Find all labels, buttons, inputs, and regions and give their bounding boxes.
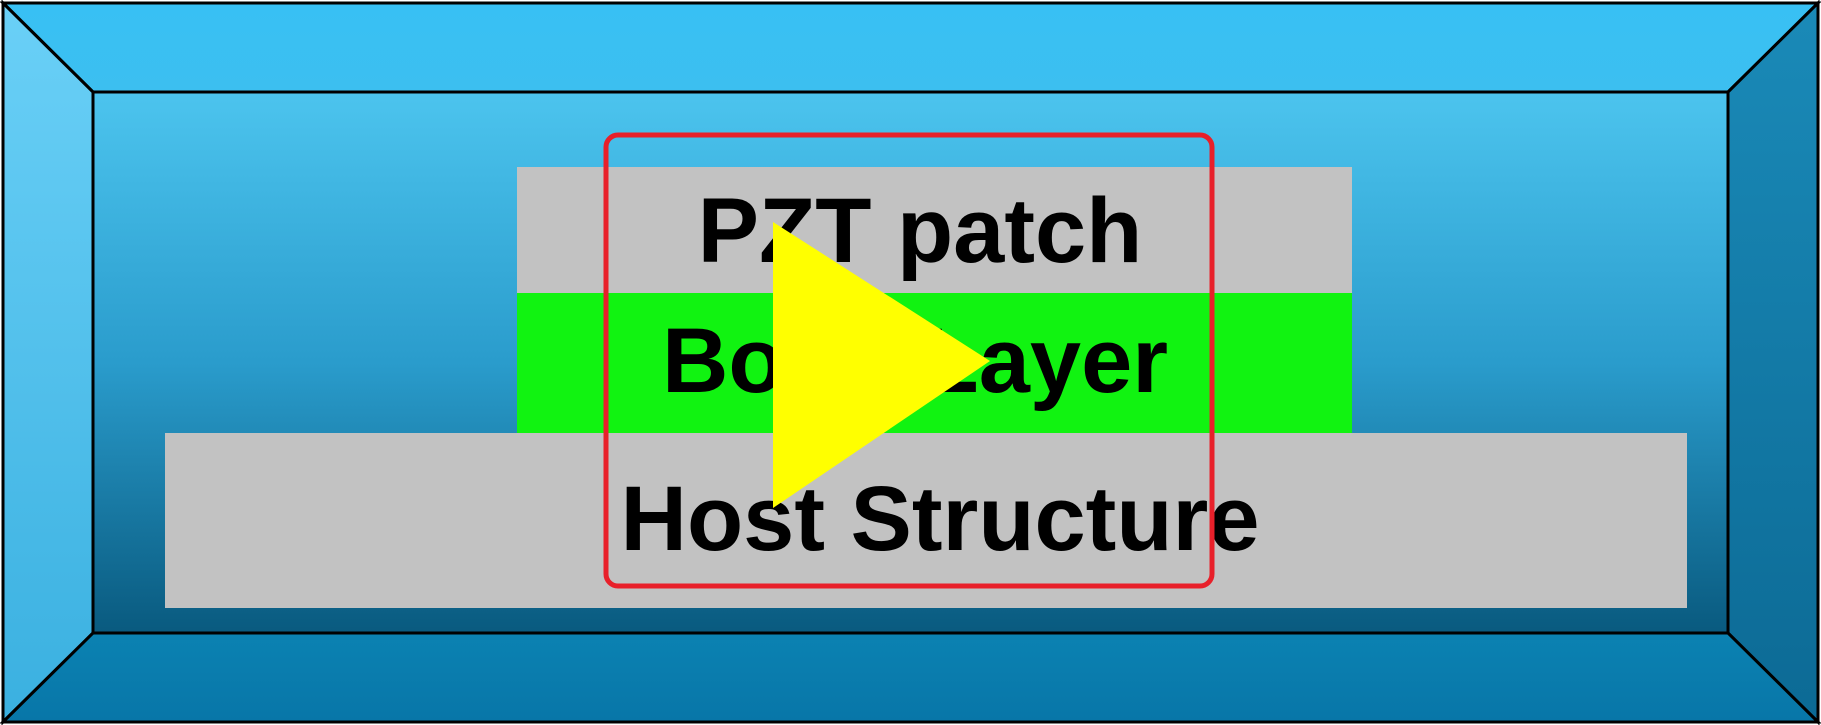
bevel-right bbox=[1726, 0, 1820, 725]
bevel-left bbox=[1, 0, 95, 725]
host-structure-layer bbox=[165, 433, 1687, 608]
bevel-top bbox=[0, 1, 1821, 94]
play-icon[interactable] bbox=[773, 222, 990, 508]
play-button-outline[interactable] bbox=[603, 132, 1215, 589]
host-structure-label: Host Structure bbox=[621, 468, 1260, 570]
play-button[interactable] bbox=[603, 132, 1215, 589]
bevel-bottom bbox=[0, 631, 1821, 724]
pzt-patch-label: PZT patch bbox=[698, 180, 1143, 282]
